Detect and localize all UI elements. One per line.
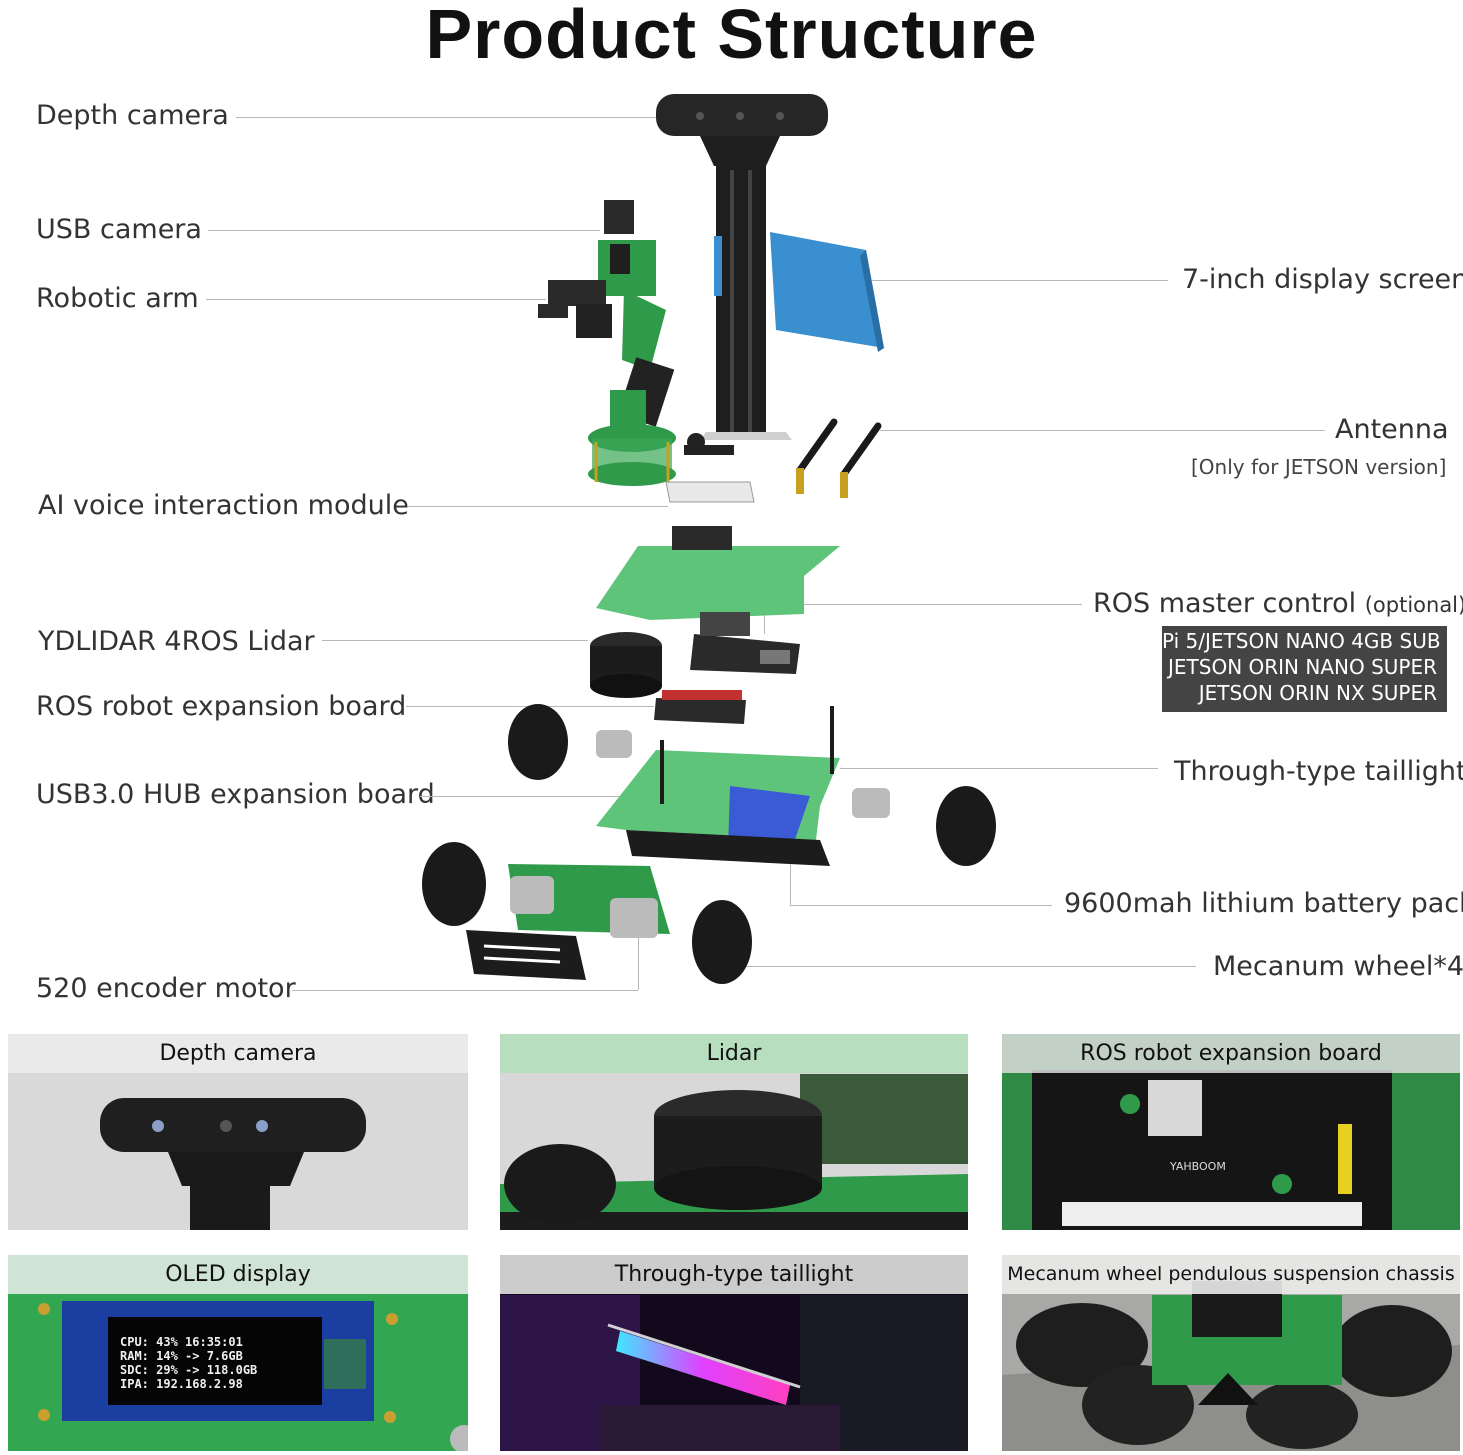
leader-line <box>872 280 1168 281</box>
label-lidar: YDLIDAR 4ROS Lidar <box>38 626 315 657</box>
leader-line <box>790 842 791 905</box>
label-expansion-board: ROS robot expansion board <box>36 691 407 722</box>
master-options-box: Pi 5/JETSON NANO 4GB SUB JETSON ORIN NAN… <box>1162 626 1447 712</box>
master-option: JETSON ORIN NX SUPER <box>1198 681 1437 705</box>
oled-line: RAM: 14% -> 7.6GB <box>120 1349 243 1363</box>
tile-caption: Mecanum wheel pendulous suspension chass… <box>1002 1255 1460 1294</box>
leader-line <box>236 117 656 118</box>
leader-line <box>744 966 1196 967</box>
leader-line <box>206 299 546 300</box>
label-wheel: Mecanum wheel*4 <box>1213 951 1463 982</box>
lidar-illustration <box>590 632 662 698</box>
leader-line <box>790 905 1052 906</box>
tile-lidar: Lidar <box>500 1034 968 1230</box>
label-antenna-note: [Only for JETSON version] <box>1191 455 1447 479</box>
leader-line <box>322 640 588 641</box>
tile-oled: CPU: 43% 16:35:01 RAM: 14% -> 7.6GB SDC:… <box>8 1255 468 1451</box>
oled-screen-text: CPU: 43% 16:35:01 RAM: 14% -> 7.6GB SDC:… <box>120 1335 257 1391</box>
label-ros-master: ROS master control (optional) <box>1093 588 1463 619</box>
oled-line: IPA: 192.168.2.98 <box>120 1377 243 1391</box>
leader-line <box>880 430 1325 431</box>
label-depth-camera: Depth camera <box>36 100 229 131</box>
leader-line <box>408 506 668 507</box>
tile-depth-camera: Depth camera <box>8 1034 468 1230</box>
leader-line <box>638 928 639 990</box>
label-robotic-arm: Robotic arm <box>36 283 199 314</box>
leader-line <box>420 796 640 797</box>
oled-photo <box>8 1255 468 1451</box>
tile-caption: ROS robot expansion board <box>1002 1034 1460 1073</box>
mast <box>716 166 766 432</box>
label-battery: 9600mah lithium battery pack <box>1064 888 1463 919</box>
display-screen-illustration <box>714 232 884 352</box>
tile-caption: Lidar <box>500 1034 968 1073</box>
leader-line <box>764 604 1082 605</box>
robot-exploded-view <box>422 94 996 984</box>
label-display: 7-inch display screen <box>1182 264 1463 295</box>
tile-caption: Depth camera <box>8 1034 468 1073</box>
page-title: Product Structure <box>425 0 1038 73</box>
oled-line: SDC: 29% -> 118.0GB <box>120 1363 258 1377</box>
tile-expansion-board: YAHBOOM ROS robot expansion board <box>1002 1034 1460 1230</box>
robotic-arm-illustration <box>538 200 676 486</box>
label-ai-voice: AI voice interaction module <box>38 490 409 521</box>
label-usb-camera: USB camera <box>36 214 202 245</box>
leader-line <box>208 230 600 231</box>
tile-caption: Through-type taillight <box>500 1255 968 1294</box>
expansion-board-illustration <box>654 690 746 724</box>
motor-illustration <box>466 730 890 980</box>
leader-line <box>292 990 638 991</box>
master-option: Pi 5/JETSON NANO 4GB SUB <box>1162 629 1441 653</box>
leader-line <box>840 768 1158 769</box>
master-board-illustration <box>690 612 800 674</box>
master-option: JETSON ORIN NANO SUPER <box>1168 655 1437 679</box>
top-plate-illustration <box>596 526 840 620</box>
battery-illustration <box>728 786 810 848</box>
leader-line <box>764 604 765 634</box>
label-taillight: Through-type taillight <box>1174 756 1463 787</box>
tile-taillight: Through-type taillight <box>500 1255 968 1451</box>
chassis-illustration <box>596 706 840 866</box>
ros-master-optional: (optional) <box>1364 593 1463 617</box>
oled-line: CPU: 43% 16:35:01 <box>120 1335 243 1349</box>
board-text: YAHBOOM <box>1169 1160 1226 1173</box>
wheel-illustration <box>422 704 996 984</box>
voice-module-illustration <box>665 433 755 503</box>
depth-camera-illustration <box>656 94 828 166</box>
label-usb-hub: USB3.0 HUB expansion board <box>36 779 435 810</box>
tile-mecanum-chassis: Mecanum wheel pendulous suspension chass… <box>1002 1255 1460 1451</box>
antenna-illustration <box>796 418 882 498</box>
ros-master-text: ROS master control <box>1093 588 1357 619</box>
tile-caption: OLED display <box>8 1255 468 1294</box>
label-antenna: Antenna <box>1335 414 1449 445</box>
label-encoder-motor: 520 encoder motor <box>36 973 296 1004</box>
